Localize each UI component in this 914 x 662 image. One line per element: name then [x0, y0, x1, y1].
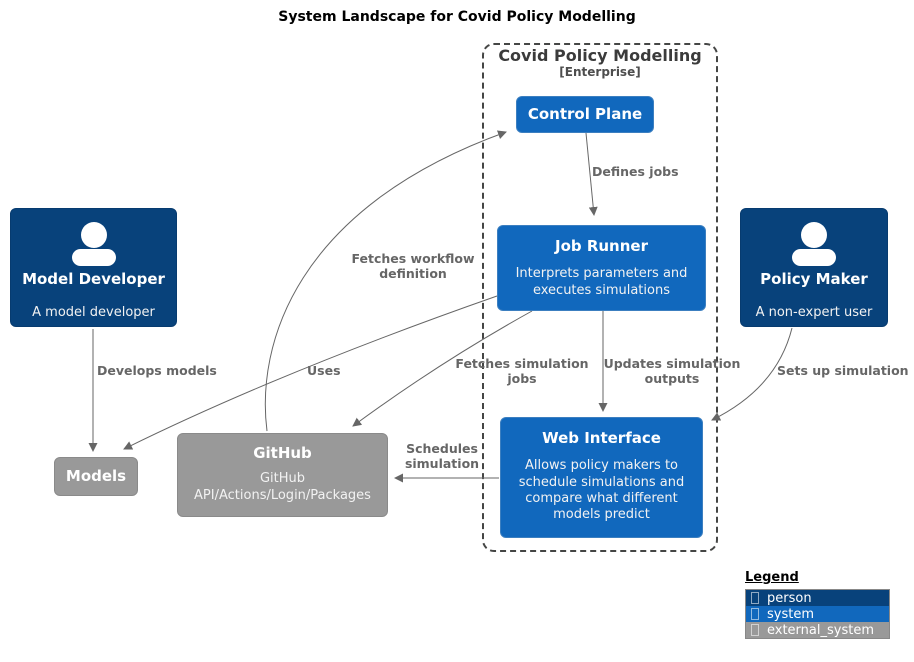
edge-label-develops-models: Develops models [97, 363, 217, 378]
node-control-plane: Control Plane [516, 96, 654, 133]
node-github-desc: GitHub API/Actions/Login/Packages [194, 471, 371, 503]
legend-item-glyph [751, 624, 759, 636]
edge-label-updates-outputs: Updates simulation outputs [603, 356, 741, 386]
legend-table: person system external_system [745, 589, 890, 639]
edge-label-defines-jobs: Defines jobs [592, 164, 679, 179]
node-github: GitHub GitHub API/Actions/Login/Packages [177, 433, 388, 517]
node-web-interface-title: Web Interface [542, 429, 661, 447]
legend-item-label: system [767, 606, 814, 622]
node-github-title: GitHub [253, 444, 312, 462]
edge-label-fetches-jobs: Fetches simulation jobs [455, 356, 589, 386]
enterprise-boundary-label: Covid Policy Modelling [Enterprise] [482, 47, 718, 79]
edge-label-sets-up-simulation: Sets up simulation [777, 363, 909, 378]
node-models-title: Models [65, 466, 127, 485]
legend-item-label: external_system [767, 622, 874, 638]
edge-label-fetches-workflow: Fetches workflow definition [351, 251, 475, 281]
legend-item-glyph [751, 592, 759, 604]
node-job-runner-title: Job Runner [554, 237, 648, 255]
diagram-title: System Landscape for Covid Policy Modell… [278, 9, 636, 25]
legend-row-system: system [746, 606, 889, 622]
enterprise-boundary-type: [Enterprise] [559, 64, 641, 79]
node-models: Models [54, 457, 138, 496]
node-job-runner: Job Runner Interprets parameters and exe… [497, 225, 706, 311]
node-policy-maker-desc: A non-expert user [755, 305, 873, 321]
enterprise-boundary-name: Covid Policy Modelling [498, 46, 702, 65]
legend-title: Legend [745, 570, 799, 585]
legend-row-person: person [746, 590, 889, 606]
node-web-interface: Web Interface Allows policy makers to sc… [500, 417, 703, 538]
legend-item-glyph [751, 608, 759, 620]
legend: Legend person system external_system [745, 570, 891, 639]
node-job-runner-desc: Interprets parameters and executes simul… [515, 266, 688, 298]
person-icon [791, 222, 837, 266]
node-model-developer-title: Model Developer [22, 270, 165, 288]
node-policy-maker-title: Policy Maker [760, 270, 868, 288]
edge-label-uses: Uses [307, 363, 341, 378]
legend-item-label: person [767, 590, 812, 606]
person-icon [71, 222, 117, 266]
node-web-interface-desc: Allows policy makers to schedule simulat… [518, 458, 685, 522]
node-model-developer-desc: A model developer [32, 305, 155, 321]
node-policy-maker: Policy Maker A non-expert user [740, 208, 888, 327]
node-model-developer: Model Developer A model developer [10, 208, 177, 327]
edge-label-schedules-simulation: Schedules simulation [404, 441, 480, 471]
edge-fetches-workflow [264, 130, 507, 432]
legend-row-external-system: external_system [746, 622, 889, 638]
node-control-plane-title: Control Plane [527, 104, 643, 123]
